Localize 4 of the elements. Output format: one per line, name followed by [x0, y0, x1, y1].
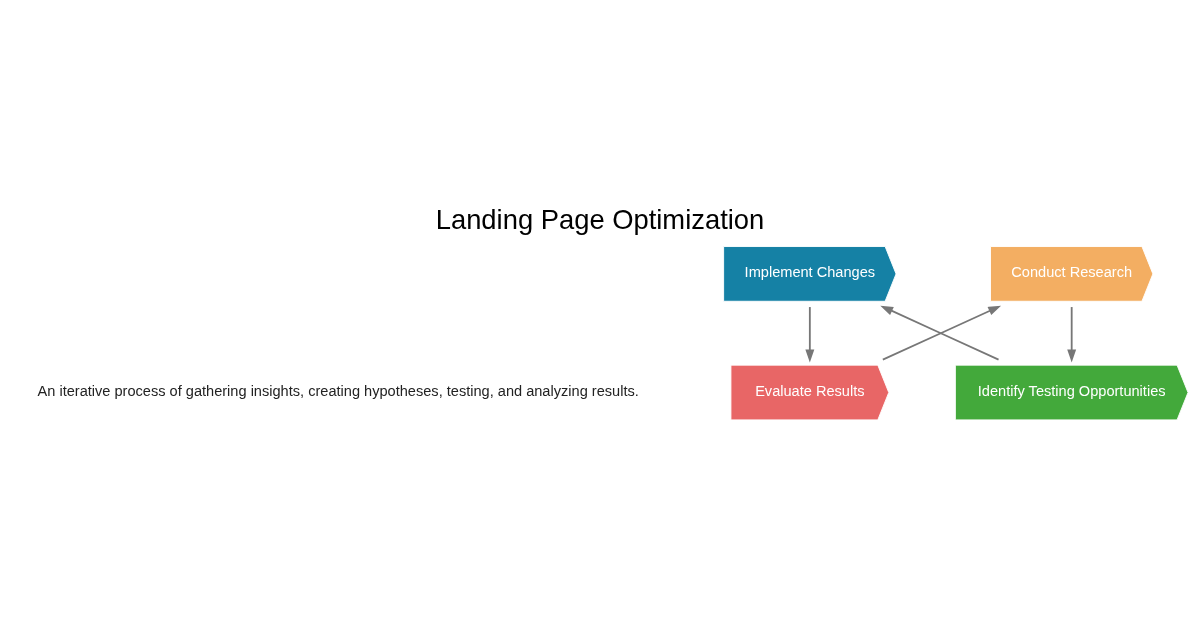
- label: An iterative process of gathering insights, creating hypotheses, testing, and analyzing results.: [37, 382, 639, 399]
- arrow: [805, 305, 815, 362]
- arrow: [1067, 305, 1077, 362]
- diagram-title: Landing Page Optimization: [435, 203, 765, 235]
